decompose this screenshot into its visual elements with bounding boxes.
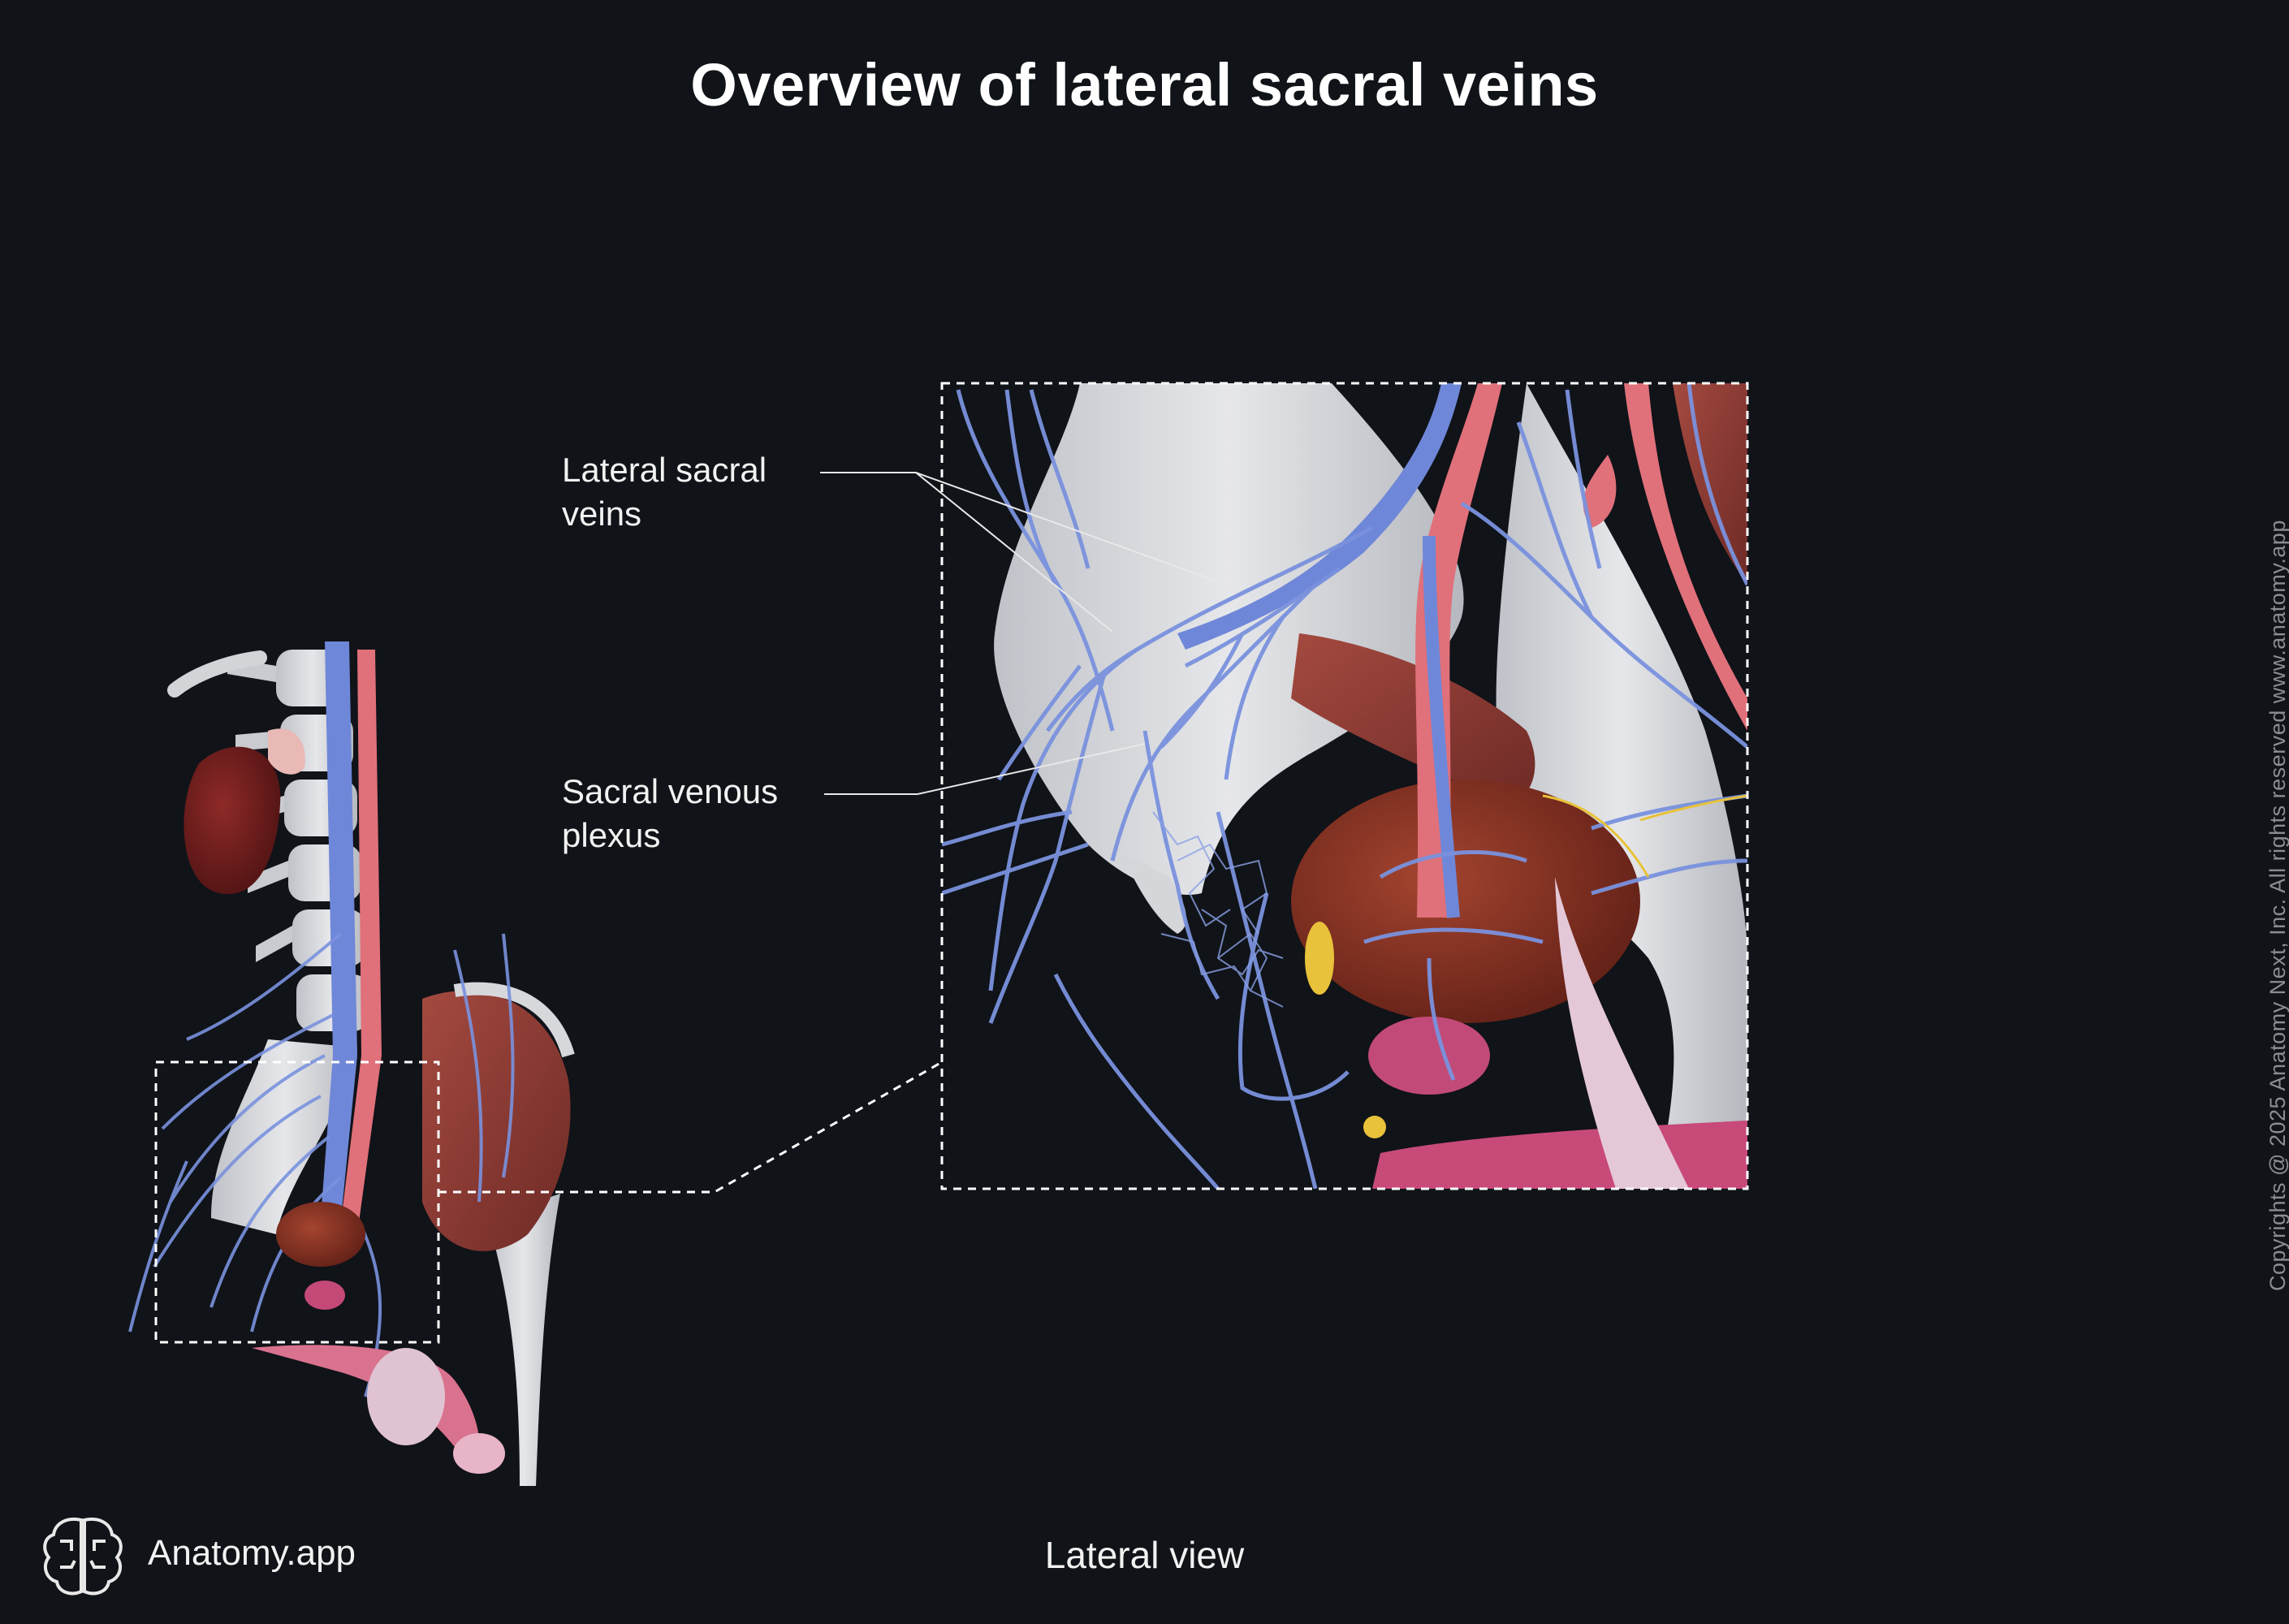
label-lateral-sacral-veins: Lateral sacral veins: [562, 448, 767, 536]
view-label: Lateral view: [1044, 1534, 1245, 1576]
sacral-venous-plexus-vessels: [942, 383, 1747, 1189]
brand-name[interactable]: Anatomy.app: [148, 1533, 356, 1573]
label-lateral-sacral-line2: veins: [562, 495, 642, 533]
femur: [487, 1194, 560, 1486]
crus: [1555, 877, 1689, 1189]
label-lateral-sacral-line1: Lateral sacral: [562, 451, 767, 489]
leader-lines: [820, 472, 1223, 795]
kidney: [184, 746, 281, 895]
prostate: [1368, 1017, 1490, 1095]
piriformis-muscle: [1291, 633, 1535, 804]
overview-figure: [128, 641, 575, 1486]
inset-frame: [940, 382, 1749, 1190]
hip-bone: [422, 991, 571, 1251]
zoom-connector-line: [438, 1060, 943, 1194]
inset-figure: [942, 383, 1747, 1189]
penis: [252, 1345, 480, 1470]
copyright-notice: Copyrights @ 2025 Anatomy Next, Inc. All…: [2265, 520, 2289, 1291]
sacrum: [994, 383, 1464, 895]
iliac-crest: [453, 982, 575, 1058]
label-sacral-venous-plexus: Sacral venous plexus: [562, 770, 778, 857]
label-sacral-plexus-line2: plexus: [562, 816, 661, 854]
leader-sacral-plexus: [824, 743, 1146, 795]
bladder-inset: [1291, 780, 1640, 1023]
aorta: [339, 650, 382, 1234]
page-title: Overview of lateral sacral veins: [690, 51, 1599, 119]
label-sacral-plexus-line1: Sacral venous: [562, 772, 779, 810]
inferior-vena-cava: [321, 641, 357, 1218]
bladder: [276, 1202, 365, 1267]
brain-logo-icon: [43, 1518, 123, 1596]
scrotum: [367, 1348, 445, 1445]
overview-zoom-box: [154, 1060, 440, 1344]
